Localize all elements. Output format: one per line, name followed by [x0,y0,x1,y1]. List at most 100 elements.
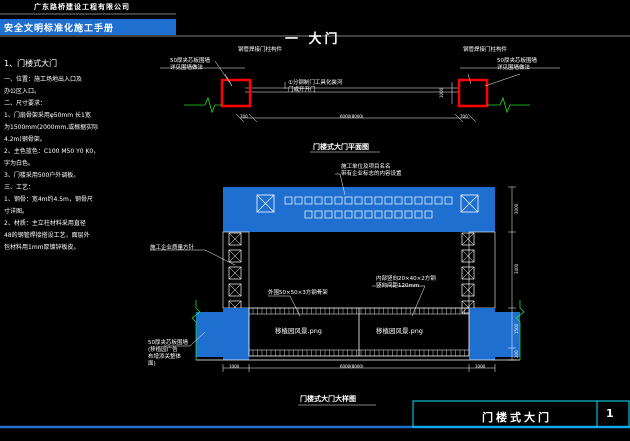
left-wall [196,312,223,357]
beam-char-box [304,210,313,219]
logo-box [256,194,275,213]
frame-steel-label: 外围50×50×3方钢骨架 [268,290,328,296]
note-line: 3、门楼采用500户外调板。 [4,172,80,179]
beam-char-box [364,196,373,205]
note-line: 寸详图。 [4,208,29,215]
label-line: 布增添关整体 [148,354,182,360]
beam-char-box [374,210,383,219]
label-line: ①分钢制门工具化装河 [288,80,343,86]
label-line: 钢管焊接门柱构件 [463,47,508,53]
left-pillar-base [223,308,249,360]
side-notes: 1、门楼式大门 一、位置：施工场地出入口及 办公区入口。 二、尺寸要求： 1、门… [4,58,134,254]
leader-line [467,73,472,85]
inner-steel-label: 内部竖向20×40×2方钢 竖向间距120mm [376,276,436,290]
note-line: 1、钢骨：宽4m约4.5m，钢骨尺 [4,196,93,203]
beam-char-box [424,196,433,205]
title-block-name: 门楼式大门 [482,411,552,424]
plan-right-label: 钢管焊接门柱构件 50厚夹芯板围墙 详见围墙做法 [463,47,537,72]
beam-char-box [354,196,363,205]
title-block [412,400,630,428]
beam-char-box [294,196,303,205]
beam-char-box [304,196,313,205]
pillar-box [461,283,475,297]
beam-char-box [324,210,333,219]
pillar-box [228,232,242,246]
plan-caption: 门楼式大门平面图 [313,143,369,151]
beam-char-box [344,210,353,219]
beam-char-box [394,210,403,219]
note-line: 包材料用1mm厚镀锌板皮。 [4,244,80,251]
beam-char-box [424,210,433,219]
beam-char-box [354,210,363,219]
plan-dim-right: 700 [460,114,468,119]
header-bar [0,19,176,35]
beam-char-box [314,210,323,219]
beam-char-box [384,210,393,219]
label-line: (移植园广告 [148,347,178,353]
leader-line [224,73,233,87]
pillar-box [461,232,475,246]
gate-panel-left: 移植园风景.png [275,327,322,335]
label-line: 钢管焊接门柱构件 [238,47,283,53]
elev-dim-mid: 3400 [514,263,519,274]
right-pillar-plan [457,78,489,108]
title-block-page: 1 [606,407,614,420]
label-line: 50厚夹芯板围墙 [148,340,188,346]
pillar-box [228,249,242,263]
gate-top-beam [223,187,495,232]
beam-content-label: 施工单位及项目名名 带有企业标志的内容设置 [341,164,402,178]
note-line: 2、材质：主立柱材料采用直径 [4,220,86,227]
note-line: 48的钢管焊接搭设工艺，面层外 [4,232,90,239]
left-pillar-frame [222,231,250,309]
manual-title: 安全文明标准化施工手册 [4,24,115,34]
pillar-box [461,266,475,280]
beam-char-box [284,196,293,205]
beam-char-box [404,196,413,205]
beam-char-box [414,210,423,219]
beam-char-box [404,210,413,219]
pillar-box [461,300,475,314]
pillar-box [461,249,475,263]
beam-char-box [364,210,373,219]
gate-panel-right: 移植园风景.png [376,327,423,335]
note-line: 4.2m)钢骨架。 [4,136,46,143]
break-line [184,96,222,114]
elev-dim-base: 200 [514,350,519,358]
label-line: 带有企业标志的内容设置 [341,171,402,177]
label-line: 门或开开门 [288,87,316,93]
label-line: 50厚夹芯板围墙 [170,58,210,64]
elev-dim-right: 1000 [475,364,486,369]
label-line: 竖向间距120mm [376,283,420,289]
label-line: 50厚夹芯板围墙 [497,58,537,64]
right-pillar-base [469,308,495,360]
right-pillar-frame [468,231,496,309]
plan-dim-span: 6000(8000) [340,114,364,119]
beam-char-box [314,196,323,205]
label-line: 面) [148,361,156,367]
beam-char-box [344,196,353,205]
beam-char-box [334,196,343,205]
note-line: 2、主色蓝色：C100 M50 Y0 K0， [4,148,100,155]
beam-char-box [414,196,423,205]
beam-char-box [394,196,403,205]
wall-label: 50厚夹芯板围墙 (移植园广告 布增添关整体 面) [148,340,188,368]
plan-left-label: 钢管焊接门柱构件 50厚夹芯板围墙 详见围墙做法 [170,47,282,72]
pillar-box [228,266,242,280]
right-wall [495,312,520,357]
beam-char-box [434,196,443,205]
plan-middle-label: ①分钢制门工具化装河 门或开开门 [288,80,342,94]
elev-dim-top: 1000 [514,203,519,214]
plan-dim-depth: 1000 [439,87,444,98]
logo-box [460,194,479,213]
elev-dim-left: 1000 [229,364,240,369]
pillar-slogan-label: 施工企业质量方针 [150,245,195,251]
note-line: 办公区入口。 [4,88,41,95]
note-line: 二、尺寸要求： [4,100,47,107]
elev-dim-span: 6000(8000) [340,364,364,369]
beam-character-boxes [284,196,453,219]
label-line: 详见围墙做法 [497,65,531,71]
pillar-box [228,283,242,297]
label-line: 详见围墙做法 [170,65,204,71]
beam-char-box [444,196,453,205]
